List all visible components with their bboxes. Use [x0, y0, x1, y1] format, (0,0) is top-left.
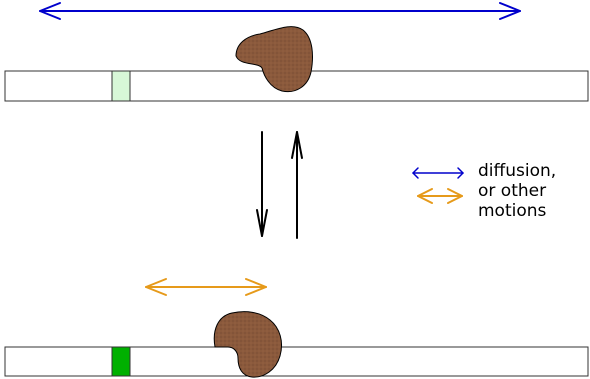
legend-label-line-1: diffusion, [478, 161, 556, 181]
top-protein-blob [235, 26, 313, 93]
binding-arrow-down [256, 131, 268, 237]
unbinding-arrow-up [291, 131, 303, 239]
bottom-binding-site [111, 346, 131, 377]
legend: diffusion, or other motions [412, 161, 556, 221]
legend-label-line-2: or other [478, 181, 546, 201]
legend-other-motion-arrow [417, 188, 463, 204]
bottom-protein-blob [213, 311, 283, 378]
legend-label-line-3: motions [478, 201, 547, 221]
top-diffusion-arrow [39, 2, 521, 20]
top-binding-site [111, 70, 131, 102]
bottom-strand [4, 346, 589, 377]
legend-diffusion-arrow [412, 167, 464, 179]
bottom-motion-arrow [145, 278, 267, 296]
